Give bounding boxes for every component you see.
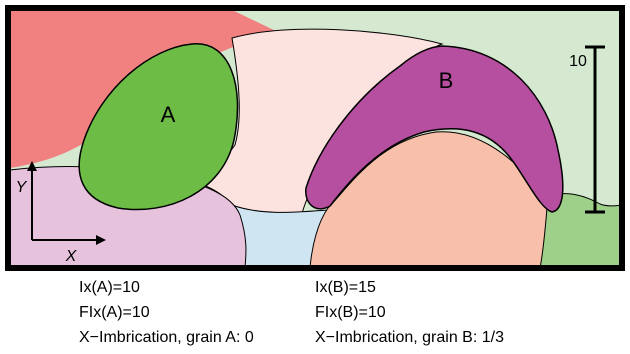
grain-b	[305, 45, 564, 213]
grain-a-imbrication: X−Imbrication, grain A: 0	[79, 329, 254, 346]
regions	[10, 10, 620, 266]
frame-border	[5, 5, 625, 271]
x-axis-label: X	[65, 248, 78, 265]
grain-a	[78, 43, 239, 211]
y-axis-label: Y	[16, 179, 28, 196]
axes: Y X	[16, 161, 106, 265]
grain-a-fix: FIx(A)=10	[79, 304, 150, 321]
grain-b-imbrication: X−Imbrication, grain B: 1/3	[315, 329, 504, 346]
grain-b-label: B	[439, 68, 454, 93]
grain-b-fix: FIx(B)=10	[315, 304, 386, 321]
grain-b-ix: Ix(B)=15	[315, 279, 376, 296]
scale-bar: 10	[569, 45, 605, 214]
salmon-region	[309, 131, 557, 266]
scale-bar-label: 10	[569, 53, 587, 70]
grain-a-ix: Ix(A)=10	[79, 279, 140, 296]
grain-a-label: A	[161, 102, 176, 127]
